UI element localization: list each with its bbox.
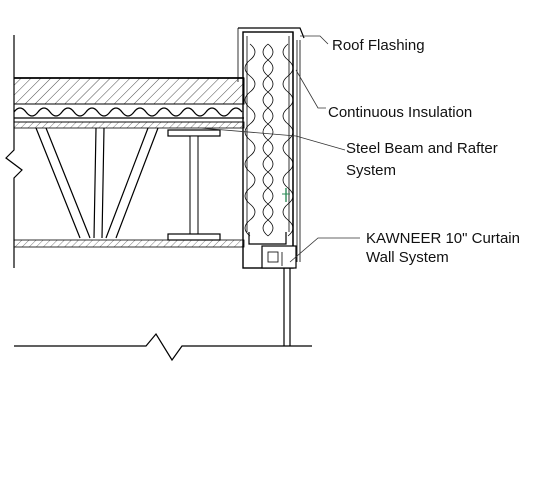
label-curtain-wall-line1: KAWNEER 10" Curtain <box>366 230 520 247</box>
curtain-wall-head <box>261 245 297 346</box>
label-continuous-insulation: Continuous Insulation <box>328 104 472 121</box>
label-roof-flashing: Roof Flashing <box>332 37 425 54</box>
label-steel-beam-line1: Steel Beam and Rafter <box>346 140 498 157</box>
joist-bottom-chord <box>13 239 245 248</box>
roof-flashing-cap <box>237 27 305 82</box>
label-curtain-wall-line2: Wall System <box>366 249 449 266</box>
left-wall-break-line <box>5 35 23 268</box>
label-steel-beam-line2: System <box>346 162 396 179</box>
joist-web <box>35 127 159 239</box>
steel-i-beam <box>167 129 221 241</box>
floor-line-break <box>14 332 312 362</box>
joist-top-chord <box>13 121 245 129</box>
roof-deck <box>13 77 245 123</box>
leader-lines <box>199 35 360 263</box>
parapet-wall <box>242 31 301 269</box>
